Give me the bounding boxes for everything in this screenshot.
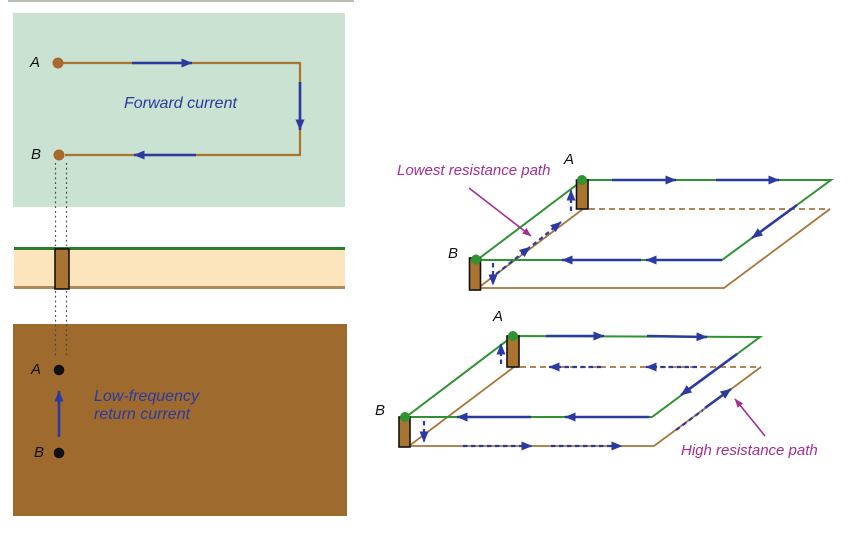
figure-top-border [8, 0, 354, 2]
annotation-arrow [734, 398, 766, 437]
return-current-dashed-arrow [489, 246, 531, 280]
via-barrel [54, 248, 70, 290]
pad-b-dot [471, 254, 481, 265]
forward-current-caption: Forward current [124, 95, 237, 112]
point-label-b: B [34, 444, 45, 461]
return-plane-panel [13, 324, 347, 516]
point-label-a: A [31, 361, 42, 378]
return-point-a [53, 364, 65, 376]
annotation-arrow [468, 187, 532, 237]
lowest-resistance-annotation: Lowest resistance path [397, 162, 551, 179]
return-current-caption-line1: Low-frequency [94, 388, 199, 405]
point-label-b: B [375, 402, 386, 419]
return-point-b [53, 447, 65, 459]
return-current-arrow [704, 387, 732, 410]
plane-layer-bottom-face [14, 286, 345, 289]
pad-a-dot [508, 331, 518, 341]
pad-a-dot [577, 175, 587, 185]
current-arrow [680, 352, 738, 397]
return-current-caption-line2: return current [94, 406, 191, 423]
pad-a [52, 57, 64, 69]
current-arrow [646, 332, 708, 342]
plane-pair-top-diagram [468, 175, 835, 291]
point-label-b: B [448, 245, 459, 262]
signal-layer-panel [13, 13, 345, 207]
cross-section-figure [52, 57, 305, 459]
point-label-a: A [564, 151, 575, 168]
plane-pair-bottom-diagram [398, 331, 766, 451]
current-arrow [751, 203, 798, 240]
point-label-b: B [31, 146, 42, 163]
return-current-dashed-arrow [532, 221, 562, 246]
pad-b-dot [400, 412, 410, 422]
pad-b [53, 149, 65, 161]
high-resistance-annotation: High resistance path [681, 442, 818, 459]
point-label-a: A [493, 308, 504, 325]
return-current-dashed-segment [675, 409, 704, 431]
bottom-plane-outline [475, 208, 831, 289]
point-label-a: A [30, 54, 41, 71]
plane-layer-top-face [14, 247, 345, 250]
